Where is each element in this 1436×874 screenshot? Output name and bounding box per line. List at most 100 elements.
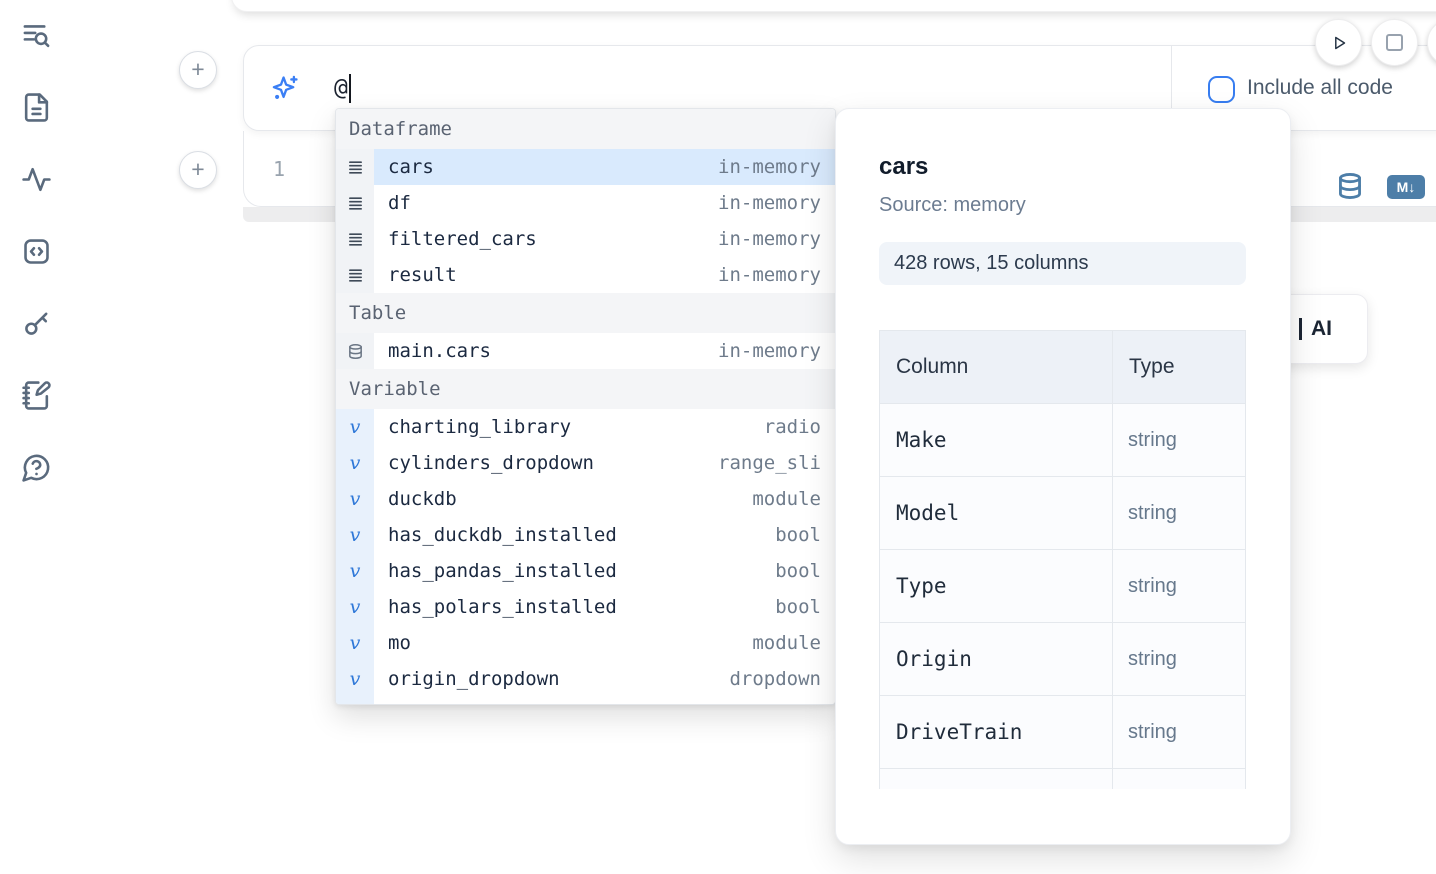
schema-row: Modelstring <box>880 477 1246 550</box>
file-text-icon <box>21 92 52 128</box>
variable-icon: v <box>336 625 374 661</box>
schema-column-type <box>1113 769 1246 790</box>
include-all-code-checkbox[interactable] <box>1208 76 1235 103</box>
schema-header-row: ColumnType <box>880 331 1246 404</box>
autocomplete-item[interactable]: df in-memory <box>336 185 835 221</box>
schema-column-type: string <box>1113 696 1246 769</box>
dataframe-preview-panel: cars Source: memory 428 rows, 15 columns… <box>835 108 1291 845</box>
notebook-pen-icon <box>21 380 52 416</box>
key-icon <box>21 308 52 344</box>
autocomplete-item[interactable]: carsin-memory <box>336 149 835 185</box>
autocomplete-item-type: bool <box>763 524 821 546</box>
autocomplete-item-type: module <box>740 632 821 654</box>
schema-column-name: Origin <box>880 623 1113 696</box>
add-cell-button-bottom[interactable]: + <box>179 151 217 189</box>
variable-icon: v <box>336 589 374 625</box>
dataframe-icon <box>336 185 374 221</box>
text-search-icon <box>21 20 52 56</box>
line-number: 1 <box>268 131 290 206</box>
schema-column-name: Model <box>880 477 1113 550</box>
schema-column-name <box>880 769 1113 790</box>
autocomplete-item[interactable]: vhas_polars_installedbool <box>336 589 835 625</box>
schema-column-type: string <box>1113 550 1246 623</box>
dataframe-icon <box>336 257 374 293</box>
clipped-text <box>1299 318 1302 340</box>
autocomplete-item-name: has_polars_installed <box>388 596 617 618</box>
schema-column-type: string <box>1113 623 1246 696</box>
autocomplete-dropdown: Dataframecarsin-memory df in-memory filtere… <box>335 108 836 705</box>
schema-row: Originstring <box>880 623 1246 696</box>
sidebar-item-activity[interactable] <box>14 160 58 204</box>
sparkles-icon <box>270 73 301 104</box>
previous-cell-edge <box>231 0 1436 12</box>
schema-column-type: string <box>1113 404 1246 477</box>
sidebar-item-notebook-pen[interactable] <box>14 376 58 420</box>
activity-icon <box>21 164 52 200</box>
database-convert-icon[interactable] <box>1336 172 1364 200</box>
autocomplete-item[interactable]: vorigin_dropdowndropdown <box>336 661 835 697</box>
stop-icon <box>1386 34 1403 51</box>
preview-title: cars <box>879 153 1246 181</box>
shape-badge: 428 rows, 15 columns <box>879 242 1246 285</box>
schema-row: Makestring <box>880 404 1246 477</box>
autocomplete-item[interactable]: vduckdbmodule <box>336 481 835 517</box>
autocomplete-item-name: cylinders_dropdown <box>388 452 594 474</box>
autocomplete-item[interactable]: vpdmodule <box>336 697 835 705</box>
autocomplete-item-name: mo <box>388 632 411 654</box>
sidebar-item-text-search[interactable] <box>14 16 58 60</box>
autocomplete-item[interactable]: vcylinders_dropdownrange_sli <box>336 445 835 481</box>
autocomplete-item[interactable]: filtered_carsin-memory <box>336 221 835 257</box>
autocomplete-item-name: charting_library <box>388 416 571 438</box>
autocomplete-item[interactable]: result in-memory <box>336 257 835 293</box>
autocomplete-item-name: result <box>388 264 457 286</box>
ai-button-label: AI <box>1311 317 1332 341</box>
schema-table-wrap: ColumnType MakestringModelstringTypestri… <box>879 330 1246 789</box>
schema-table: ColumnType MakestringModelstringTypestri… <box>879 330 1246 789</box>
autocomplete-item[interactable]: vmo module <box>336 625 835 661</box>
schema-header-cell: Type <box>1113 331 1246 404</box>
autocomplete-item-name: has_duckdb_installed <box>388 524 617 546</box>
autocomplete-item-name: duckdb <box>388 488 457 510</box>
schema-column-name: Type <box>880 550 1113 623</box>
preview-source: Source: memory <box>879 194 1246 217</box>
help-chat-icon <box>21 452 52 488</box>
autocomplete-item-type: module <box>740 488 821 510</box>
autocomplete-item[interactable]: vhas_duckdb_installedbool <box>336 517 835 553</box>
autocomplete-item-type: in-memory <box>706 156 821 178</box>
autocomplete-item-type: bool <box>763 560 821 582</box>
sidebar-item-file-text[interactable] <box>14 88 58 132</box>
variable-icon: v <box>336 697 374 705</box>
variable-icon: v <box>336 445 374 481</box>
autocomplete-item-name: df <box>388 192 411 214</box>
autocomplete-item-name: filtered_cars <box>388 228 537 250</box>
autocomplete-item-name: pd <box>388 704 411 705</box>
autocomplete-item-type: in-memory <box>706 264 821 286</box>
autocomplete-item-type: in-memory <box>706 192 821 214</box>
autocomplete-item-name: origin_dropdown <box>388 668 560 690</box>
schema-column-name: DriveTrain <box>880 696 1113 769</box>
dataframe-icon <box>336 221 374 257</box>
autocomplete-item-name: main.cars <box>388 340 491 362</box>
play-icon <box>1328 32 1350 54</box>
dataframe-icon <box>336 149 374 185</box>
sidebar-item-key[interactable] <box>14 304 58 348</box>
schema-column-name: Make <box>880 404 1113 477</box>
ai-prompt-value: @ <box>334 75 348 101</box>
schema-column-type: string <box>1113 477 1246 550</box>
autocomplete-item[interactable]: vhas_pandas_installedbool <box>336 553 835 589</box>
variable-icon: v <box>336 409 374 445</box>
sidebar-item-help-chat[interactable] <box>14 448 58 492</box>
schema-row: Typestring <box>880 550 1246 623</box>
add-cell-button-top[interactable]: + <box>179 51 217 89</box>
sidebar-item-code-snippet[interactable] <box>14 232 58 276</box>
autocomplete-item[interactable]: vcharting_libraryradio <box>336 409 835 445</box>
markdown-convert-icon[interactable]: M↓ <box>1387 175 1425 199</box>
run-cell-button[interactable] <box>1315 19 1362 66</box>
autocomplete-item-type: dropdown <box>717 668 821 690</box>
stop-cell-button[interactable] <box>1371 19 1418 66</box>
autocomplete-item[interactable]: main.carsin-memory <box>336 333 835 369</box>
autocomplete-section-header: Dataframe <box>336 109 835 149</box>
autocomplete-section-header: Table <box>336 293 835 333</box>
text-cursor <box>349 74 351 103</box>
